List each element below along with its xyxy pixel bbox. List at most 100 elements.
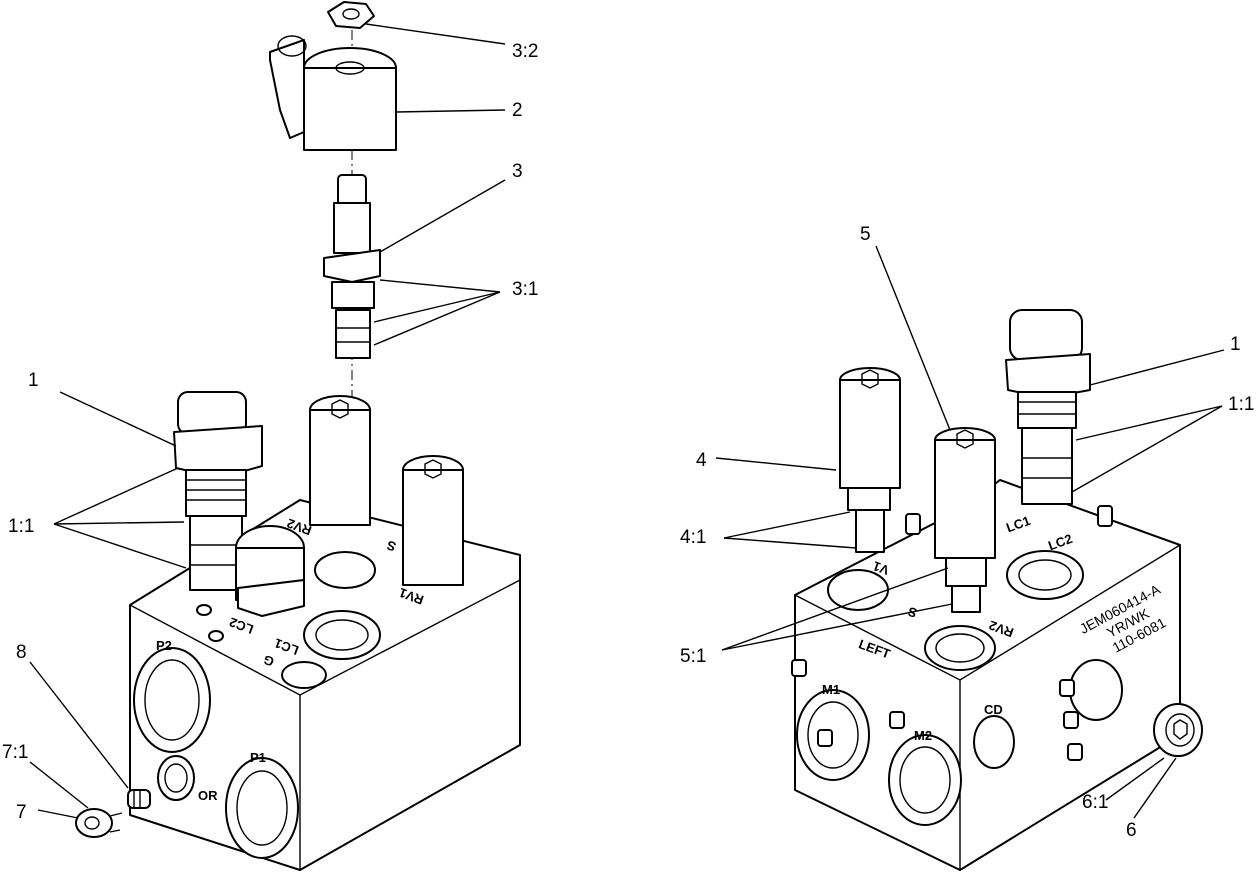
right-valve-1-cap	[1009, 309, 1083, 361]
port-lc2-inner	[1018, 559, 1072, 591]
right-valve-5	[934, 427, 996, 613]
leader-6-1	[1105, 757, 1165, 801]
leader-3-1-a	[379, 279, 501, 293]
left-assembly: P2 P1 OR LC2 LC1 G RV1 RV2 S	[2, 1, 538, 871]
right-pin-h	[1097, 505, 1113, 527]
port-label-g: G	[261, 652, 276, 670]
right-pin-d	[1059, 679, 1075, 697]
port-p1-inner	[236, 770, 288, 846]
port-label-p2: P2	[156, 638, 172, 653]
right-pin-b	[817, 729, 833, 747]
callout-1-1: 1:1	[8, 516, 34, 537]
coil-nut-3-2	[327, 1, 375, 29]
leader-1-1-b	[53, 521, 185, 525]
leader-8	[29, 661, 129, 789]
plug-7-edge-a	[109, 812, 123, 817]
left-block-outline	[129, 499, 521, 871]
callout-3-1: 3:1	[512, 279, 538, 300]
plug-6-head	[1153, 703, 1203, 757]
left-manifold-block	[129, 499, 521, 871]
callout-7: 7	[16, 802, 27, 823]
solenoid-coil-2	[269, 35, 397, 151]
callout-8: 8	[16, 642, 27, 663]
left-short-cap	[235, 525, 305, 617]
right-pin-g	[905, 513, 921, 535]
port-lc1-hole	[281, 661, 327, 689]
leader-3-1-b	[373, 291, 501, 323]
rv2-body	[309, 409, 371, 526]
right-pin-f	[1067, 743, 1083, 761]
port-cd-hole	[973, 715, 1015, 769]
leader-5	[875, 245, 951, 431]
cartridge-thread	[331, 281, 375, 309]
left-relief-valve-rv1	[402, 455, 464, 586]
leader-7	[37, 809, 79, 819]
rv1-body	[402, 469, 464, 586]
leader-3-1-c	[373, 291, 501, 346]
leader-right-1	[1089, 349, 1225, 386]
valve-1-body	[189, 515, 243, 591]
valve-1-thread	[185, 469, 247, 517]
callout-3: 3	[512, 161, 523, 182]
leader-5-1-b	[721, 603, 953, 651]
port-label-m2: M2	[914, 728, 932, 743]
leader-1-1-a	[53, 467, 179, 525]
port-label-p1: P1	[250, 750, 266, 765]
port-small-pilot	[196, 604, 212, 616]
plug-6-ring	[1165, 713, 1195, 747]
port-rv2-hole	[924, 625, 996, 671]
left-cartridge-valve-1	[173, 391, 263, 591]
coil-connector-ring	[277, 35, 307, 57]
solenoid-cartridge-3	[323, 174, 381, 359]
right-valve-4	[839, 367, 901, 553]
plug-7-edge-b	[109, 829, 121, 833]
leader-1	[59, 391, 177, 447]
leader-3-2	[365, 23, 506, 45]
coil-bore	[335, 61, 365, 75]
port-label-or: OR	[198, 788, 218, 803]
port-or-hole	[157, 755, 195, 801]
right-valve-1-thread	[1017, 391, 1077, 429]
fitting-8-body	[127, 789, 151, 809]
valve-5-socket	[956, 429, 974, 449]
rv2-hex-socket	[331, 399, 349, 419]
cartridge-body	[335, 309, 371, 359]
port-s-hole	[314, 551, 376, 589]
leader-right-1-1-b	[1071, 405, 1223, 493]
valve-4-socket	[861, 369, 879, 389]
callout-right-4-1: 4:1	[680, 527, 706, 548]
cartridge-tube	[333, 202, 371, 254]
short-cap-hex	[237, 579, 305, 617]
plug-7-socket	[84, 816, 100, 830]
port-label-v1: V1	[871, 558, 891, 578]
valve-5-stem	[951, 585, 981, 613]
callout-right-6: 6	[1126, 820, 1137, 841]
callout-right-5-1: 5:1	[680, 646, 706, 667]
leader-1-1-c	[53, 523, 187, 569]
left-relief-valve-rv2	[309, 395, 371, 526]
right-manifold-block	[791, 479, 1181, 871]
callout-7-1: 7:1	[2, 742, 28, 763]
port-label-m1: M1	[822, 682, 840, 697]
leader-right-1-1-a	[1075, 405, 1223, 441]
port-lc2-pilot	[208, 630, 224, 642]
leader-6	[1133, 757, 1177, 819]
port-or-inner	[164, 763, 188, 793]
callout-right-6-1: 6:1	[1082, 792, 1108, 813]
nut-bore	[342, 8, 360, 20]
callout-right-1: 1	[1230, 334, 1241, 355]
plug-6-socket	[1173, 719, 1188, 740]
valve-4-stem	[855, 509, 885, 553]
port-p2-inner	[144, 659, 200, 741]
callout-right-1-1: 1:1	[1228, 394, 1254, 415]
valve-5-body	[934, 439, 996, 559]
callout-1: 1	[28, 370, 39, 391]
leader-4-1-a	[723, 511, 851, 539]
callout-2: 2	[512, 100, 523, 121]
rv1-hex-socket	[424, 459, 442, 479]
port-side-hole	[1069, 659, 1123, 721]
leader-5-1-a	[721, 567, 949, 651]
port-m2-inner	[899, 746, 951, 814]
nut-hex	[327, 1, 375, 29]
